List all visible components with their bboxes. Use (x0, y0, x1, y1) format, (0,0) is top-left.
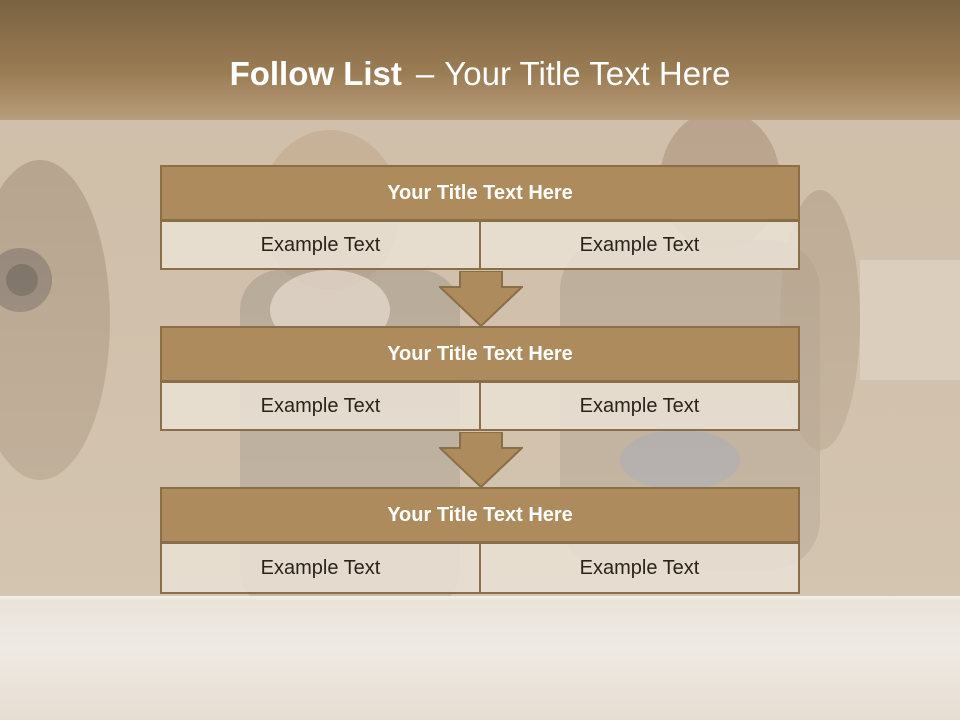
block-cell-left: Example Text (160, 220, 481, 270)
block-row: Example Text Example Text (160, 542, 800, 594)
table-surface (0, 600, 960, 720)
title-bold: Follow List (229, 55, 402, 92)
block-heading: Your Title Text Here (160, 165, 800, 221)
block-cell-left: Example Text (160, 381, 481, 431)
list-block-1: Your Title Text Here Example Text Exampl… (160, 165, 800, 270)
block-cell-right: Example Text (479, 220, 800, 270)
list-block-2: Your Title Text Here Example Text Exampl… (160, 326, 800, 431)
block-cell-right: Example Text (479, 381, 800, 431)
block-row: Example Text Example Text (160, 220, 800, 270)
block-cell-left: Example Text (160, 542, 481, 594)
down-arrow-icon (439, 271, 523, 327)
block-cell-right: Example Text (479, 542, 800, 594)
title-separator: – (415, 55, 435, 92)
slide-title: Follow List–Your Title Text Here (0, 55, 960, 93)
block-heading: Your Title Text Here (160, 326, 800, 382)
block-heading: Your Title Text Here (160, 487, 800, 543)
down-arrow-icon (439, 432, 523, 488)
block-row: Example Text Example Text (160, 381, 800, 431)
list-block-3: Your Title Text Here Example Text Exampl… (160, 487, 800, 594)
title-rest: Your Title Text Here (444, 55, 731, 92)
